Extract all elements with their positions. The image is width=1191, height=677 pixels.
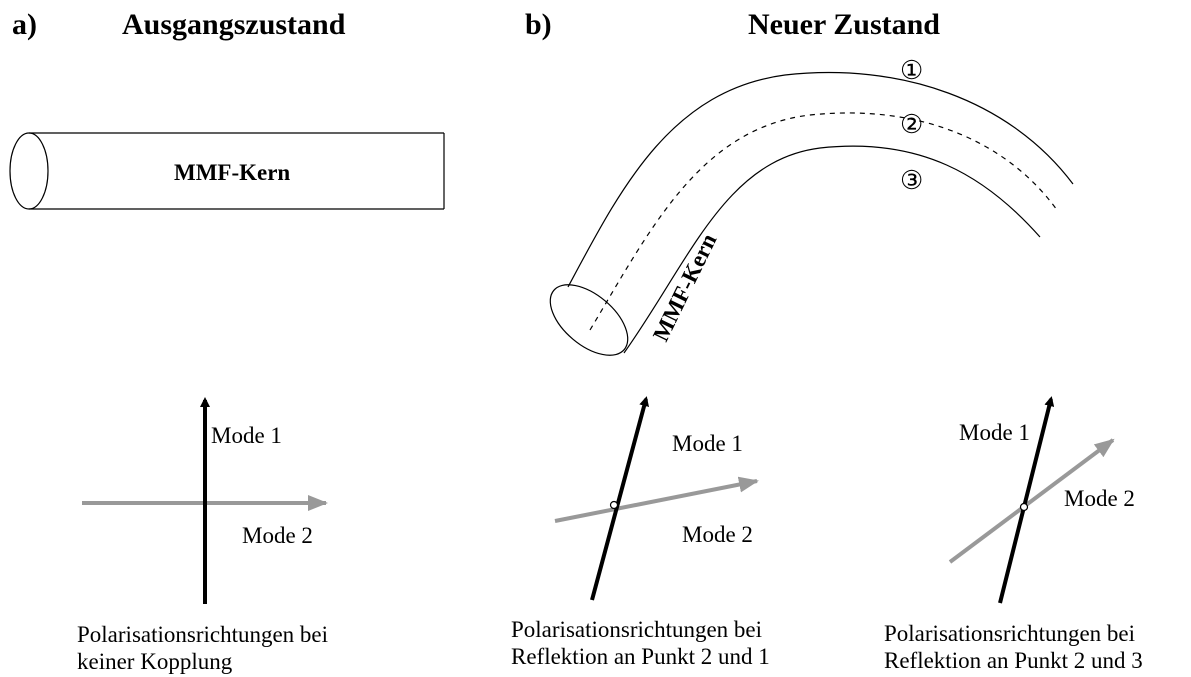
mode2-arrow-b-right: [948, 438, 1115, 564]
mode1-label-b-right: Mode 1: [959, 420, 1030, 445]
marker-1: ①: [900, 56, 923, 85]
panel-a-letter: a): [12, 8, 37, 41]
fiber-label-b: MMF-Kern: [648, 230, 722, 346]
fiber-label-a: MMF-Kern: [174, 160, 290, 185]
caption-a-line1: Polarisationsrichtungen bei: [77, 622, 328, 647]
straight-fiber: [9, 132, 445, 210]
mode1-arrow-b-left: [590, 396, 650, 601]
caption-b-left-line1: Polarisationsrichtungen bei: [511, 617, 762, 642]
origin-point-b-right: [1019, 502, 1029, 512]
fiber-end-ellipse: [9, 132, 49, 210]
mode2-arrow-b-left: [554, 476, 759, 523]
marker-3: ③: [900, 166, 923, 195]
panel-b-letter: b): [525, 8, 552, 41]
mode2-label-b-right: Mode 2: [1064, 486, 1135, 511]
bent-fiber-inner-edge: [623, 145, 1041, 354]
mode2-label-b-left: Mode 2: [682, 522, 753, 547]
bent-fiber-end-ellipse: [549, 284, 629, 356]
mode2-label-a: Mode 2: [242, 523, 313, 548]
caption-b-right-line1: Polarisationsrichtungen bei: [884, 621, 1135, 646]
bent-fiber-outer-edge: [567, 71, 1074, 288]
caption-a-line2: keiner Kopplung: [77, 649, 233, 674]
mode1-label-b-left: Mode 1: [672, 431, 743, 456]
mode1-arrow-b-right: [998, 396, 1055, 604]
mode1-label-a: Mode 1: [211, 423, 282, 448]
origin-point-b-left: [609, 500, 619, 510]
marker-2: ②: [900, 110, 923, 139]
bent-fiber: [549, 71, 1074, 356]
panel-b-title: Neuer Zustand: [748, 8, 940, 41]
panel-a-title: Ausgangszustand: [122, 8, 346, 41]
caption-b-left-line2: Reflektion an Punkt 2 und 1: [511, 644, 770, 669]
caption-b-right-line2: Reflektion an Punkt 2 und 3: [884, 648, 1143, 673]
